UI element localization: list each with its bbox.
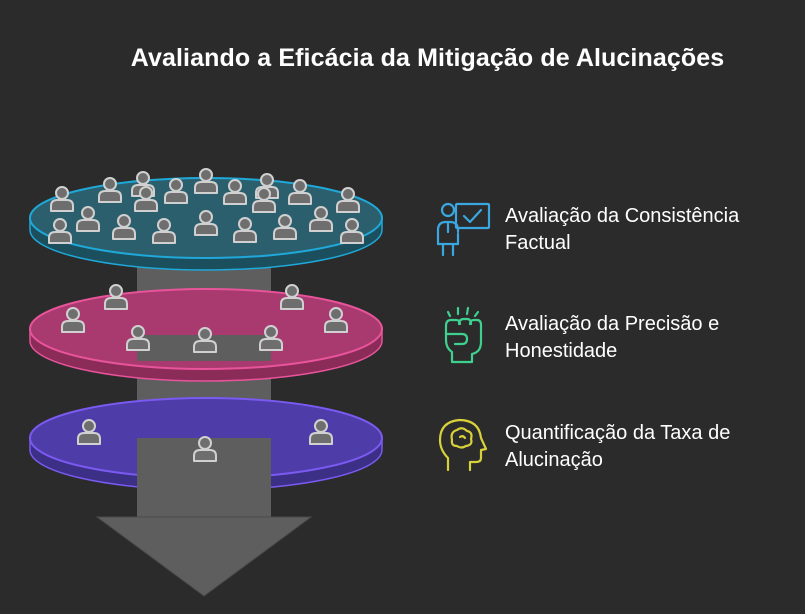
layer-top-label: Avaliação da Consistência Factual bbox=[505, 205, 740, 254]
layer-middle-label: Avaliação da Precisão e Honestidade bbox=[505, 313, 720, 362]
presenter-checkmark-icon bbox=[436, 202, 491, 257]
layer-bottom-label: Quantificação da Taxa de Alucinação bbox=[505, 422, 731, 471]
funnel-arrow-head bbox=[95, 516, 313, 597]
raised-fist-icon bbox=[444, 306, 483, 364]
head-brain-icon bbox=[438, 418, 488, 472]
diagram-title: Avaliando a Eficácia da Mitigação de Alu… bbox=[130, 44, 725, 72]
